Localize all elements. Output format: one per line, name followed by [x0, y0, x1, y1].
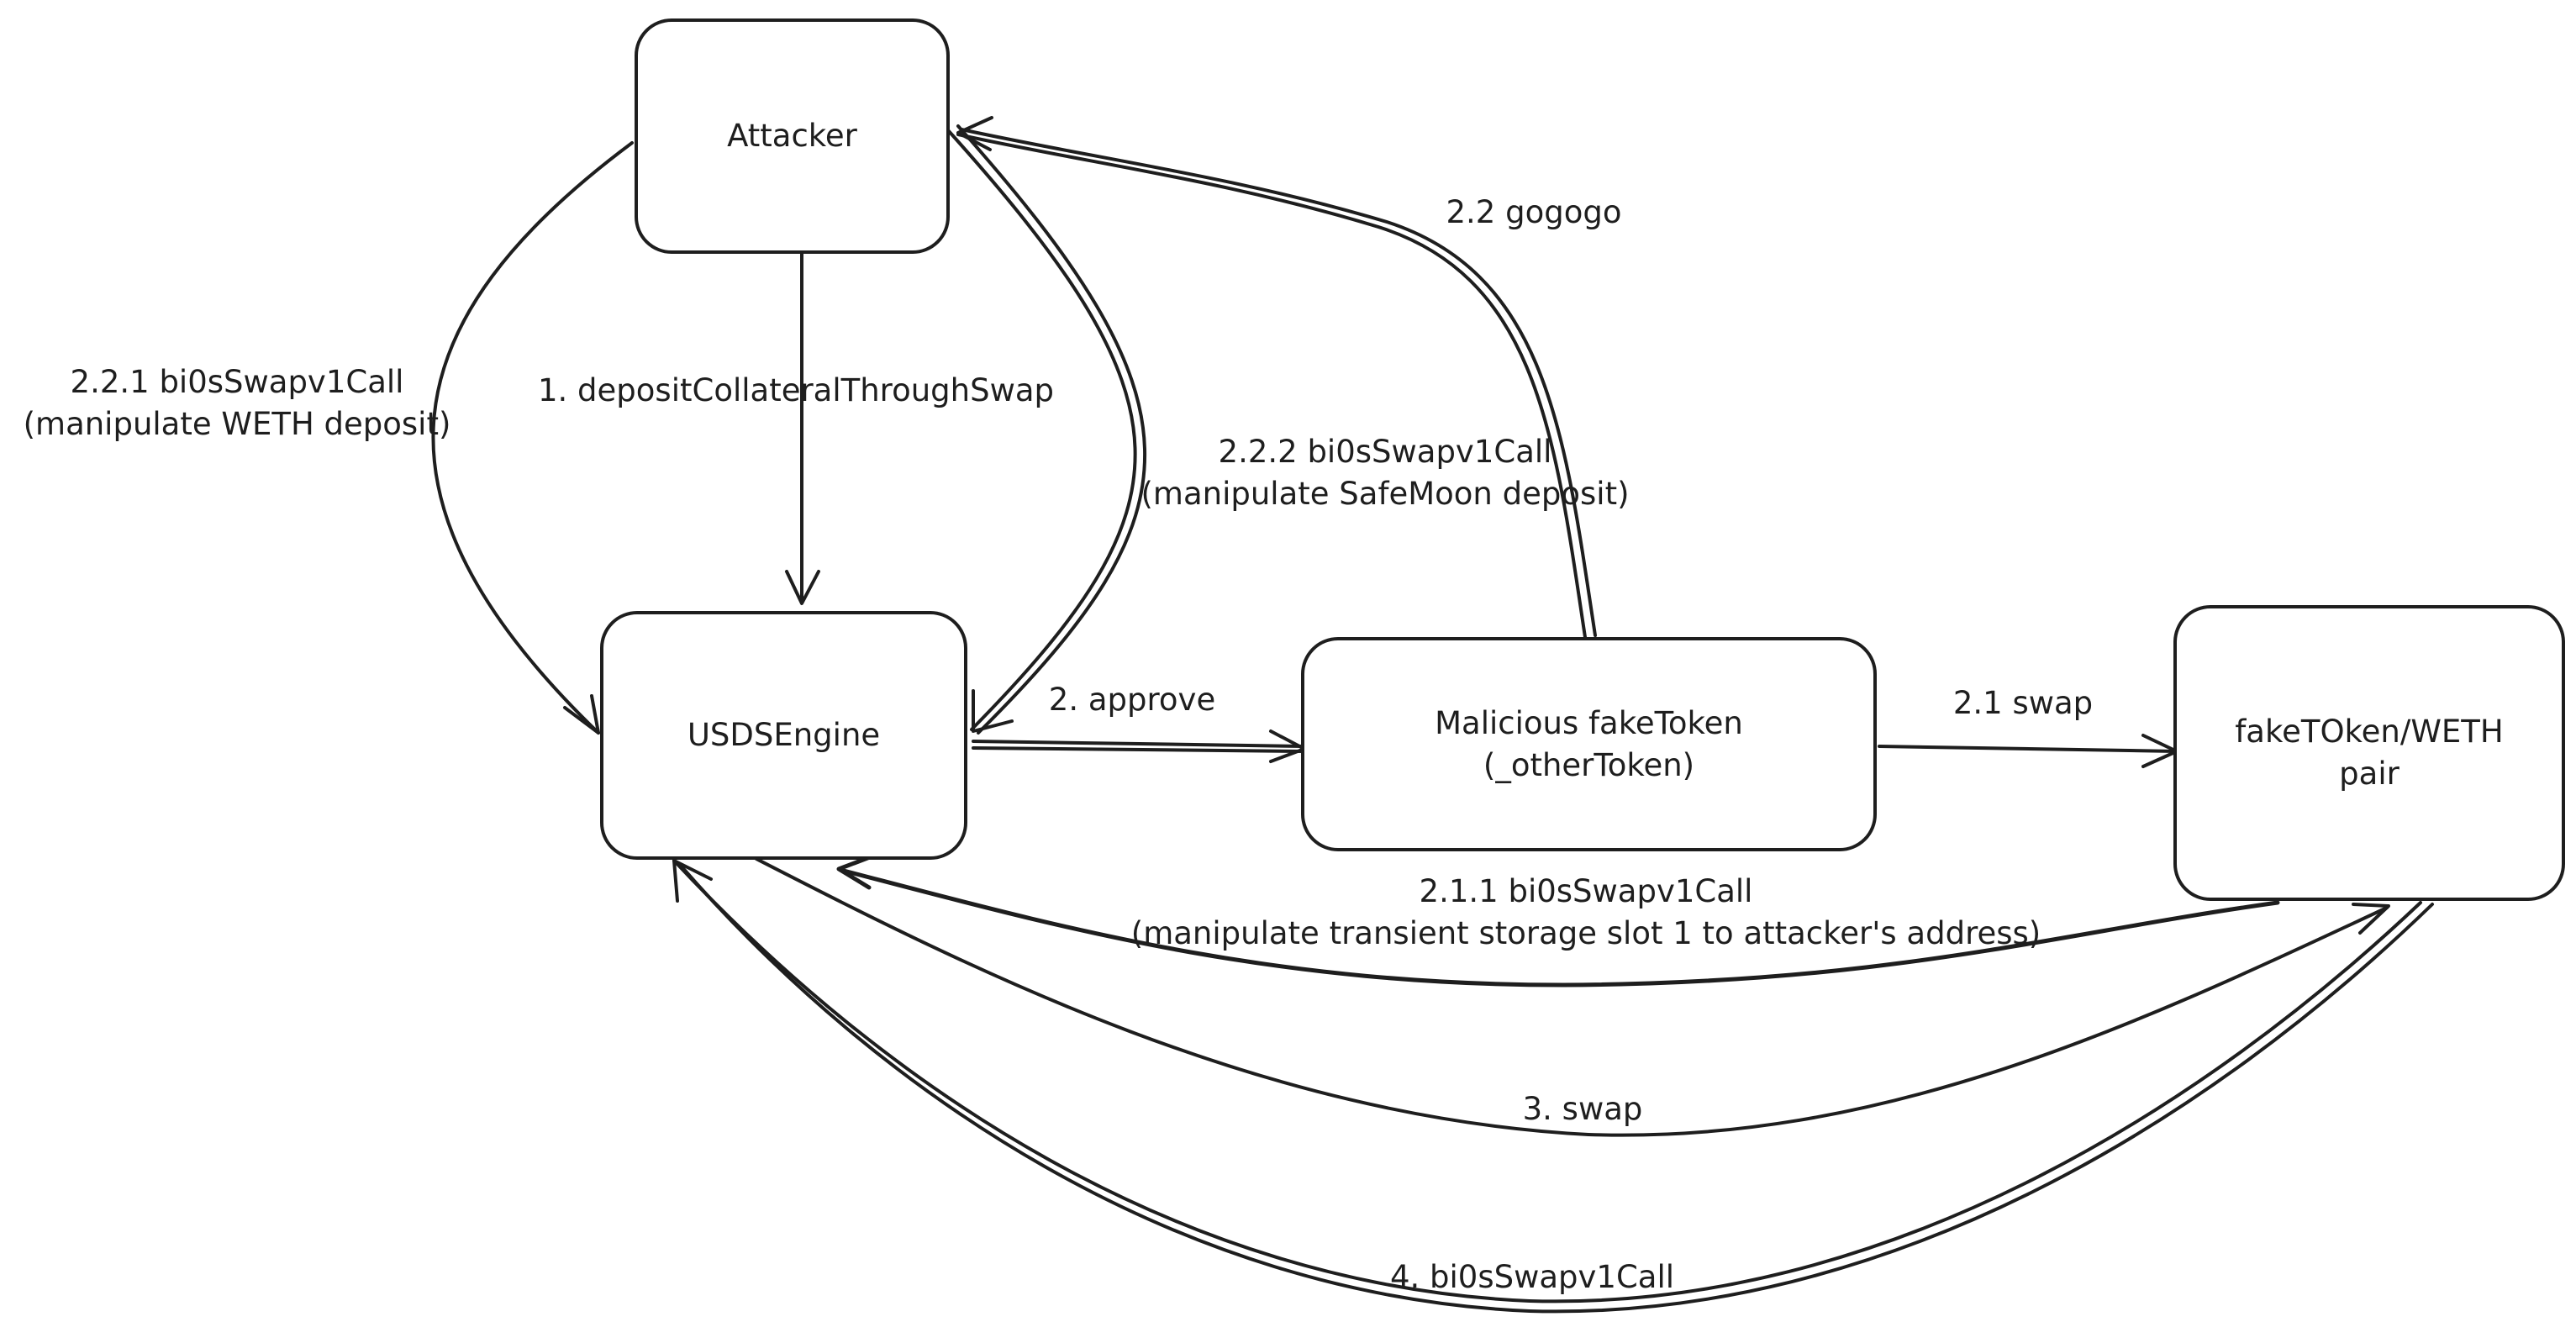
label-swap-usdsengine: 3. swap: [1522, 1091, 1643, 1127]
label-deposit-collateral: 1. depositCollateralThroughSwap: [537, 372, 1055, 408]
fake-token-label: Malicious fakeToken (_otherToken): [1435, 704, 1743, 783]
edge-gogogo: [956, 133, 1587, 639]
edge-manipulate-safemoon: [946, 129, 1137, 731]
pair-label: fakeTOken/WETH pair: [2235, 714, 2504, 792]
edge-swap-pair: [1878, 745, 2178, 753]
arrowhead-swap-usdsengine: [2352, 903, 2390, 935]
label-swap-pair: 2.1 swap: [1952, 685, 2094, 721]
attacker-node: Attacker: [635, 18, 950, 254]
label-gogogo: 2.2 gogogo: [1446, 194, 1622, 230]
label-manipulate-safemoon: 2.2.2 bi0sSwapv1Call (manipulate SafeMoo…: [1140, 434, 1630, 512]
arrowhead-transient-storage: [836, 853, 877, 890]
arrowhead-gogogo: [956, 116, 993, 151]
usdsengine-node: USDSEngine: [600, 611, 967, 860]
edge-swap-usdsengine: [755, 857, 2389, 1137]
label-approve: 2. approve: [1048, 682, 1216, 718]
pair-node: fakeTOken/WETH pair: [2173, 605, 2565, 901]
attacker-label: Attacker: [727, 118, 857, 155]
arrowhead-manipulate-safemoon: [972, 689, 1014, 733]
label-manipulate-weth: 2.2.1 bi0sSwapv1Call (manipulate WETH de…: [23, 364, 451, 442]
arrowhead-manipulate-weth: [563, 694, 600, 735]
edge-bi0sswap-final: [672, 859, 2422, 1304]
edge-transient-storage: [838, 867, 2280, 988]
arrowhead-bi0sswap-final: [672, 859, 713, 903]
arrowhead-deposit-collateral: [785, 570, 820, 605]
edge-approve: [972, 740, 1306, 748]
fake-token-node: Malicious fakeToken (_otherToken): [1301, 637, 1877, 851]
usdsengine-label: USDSEngine: [687, 717, 881, 754]
label-bi0sswap-final: 4. bi0sSwapv1Call: [1389, 1259, 1675, 1295]
label-transient-storage: 2.1.1 bi0sSwapv1Call (manipulate transie…: [1130, 873, 2041, 951]
edge-manipulate-weth: [431, 141, 634, 735]
